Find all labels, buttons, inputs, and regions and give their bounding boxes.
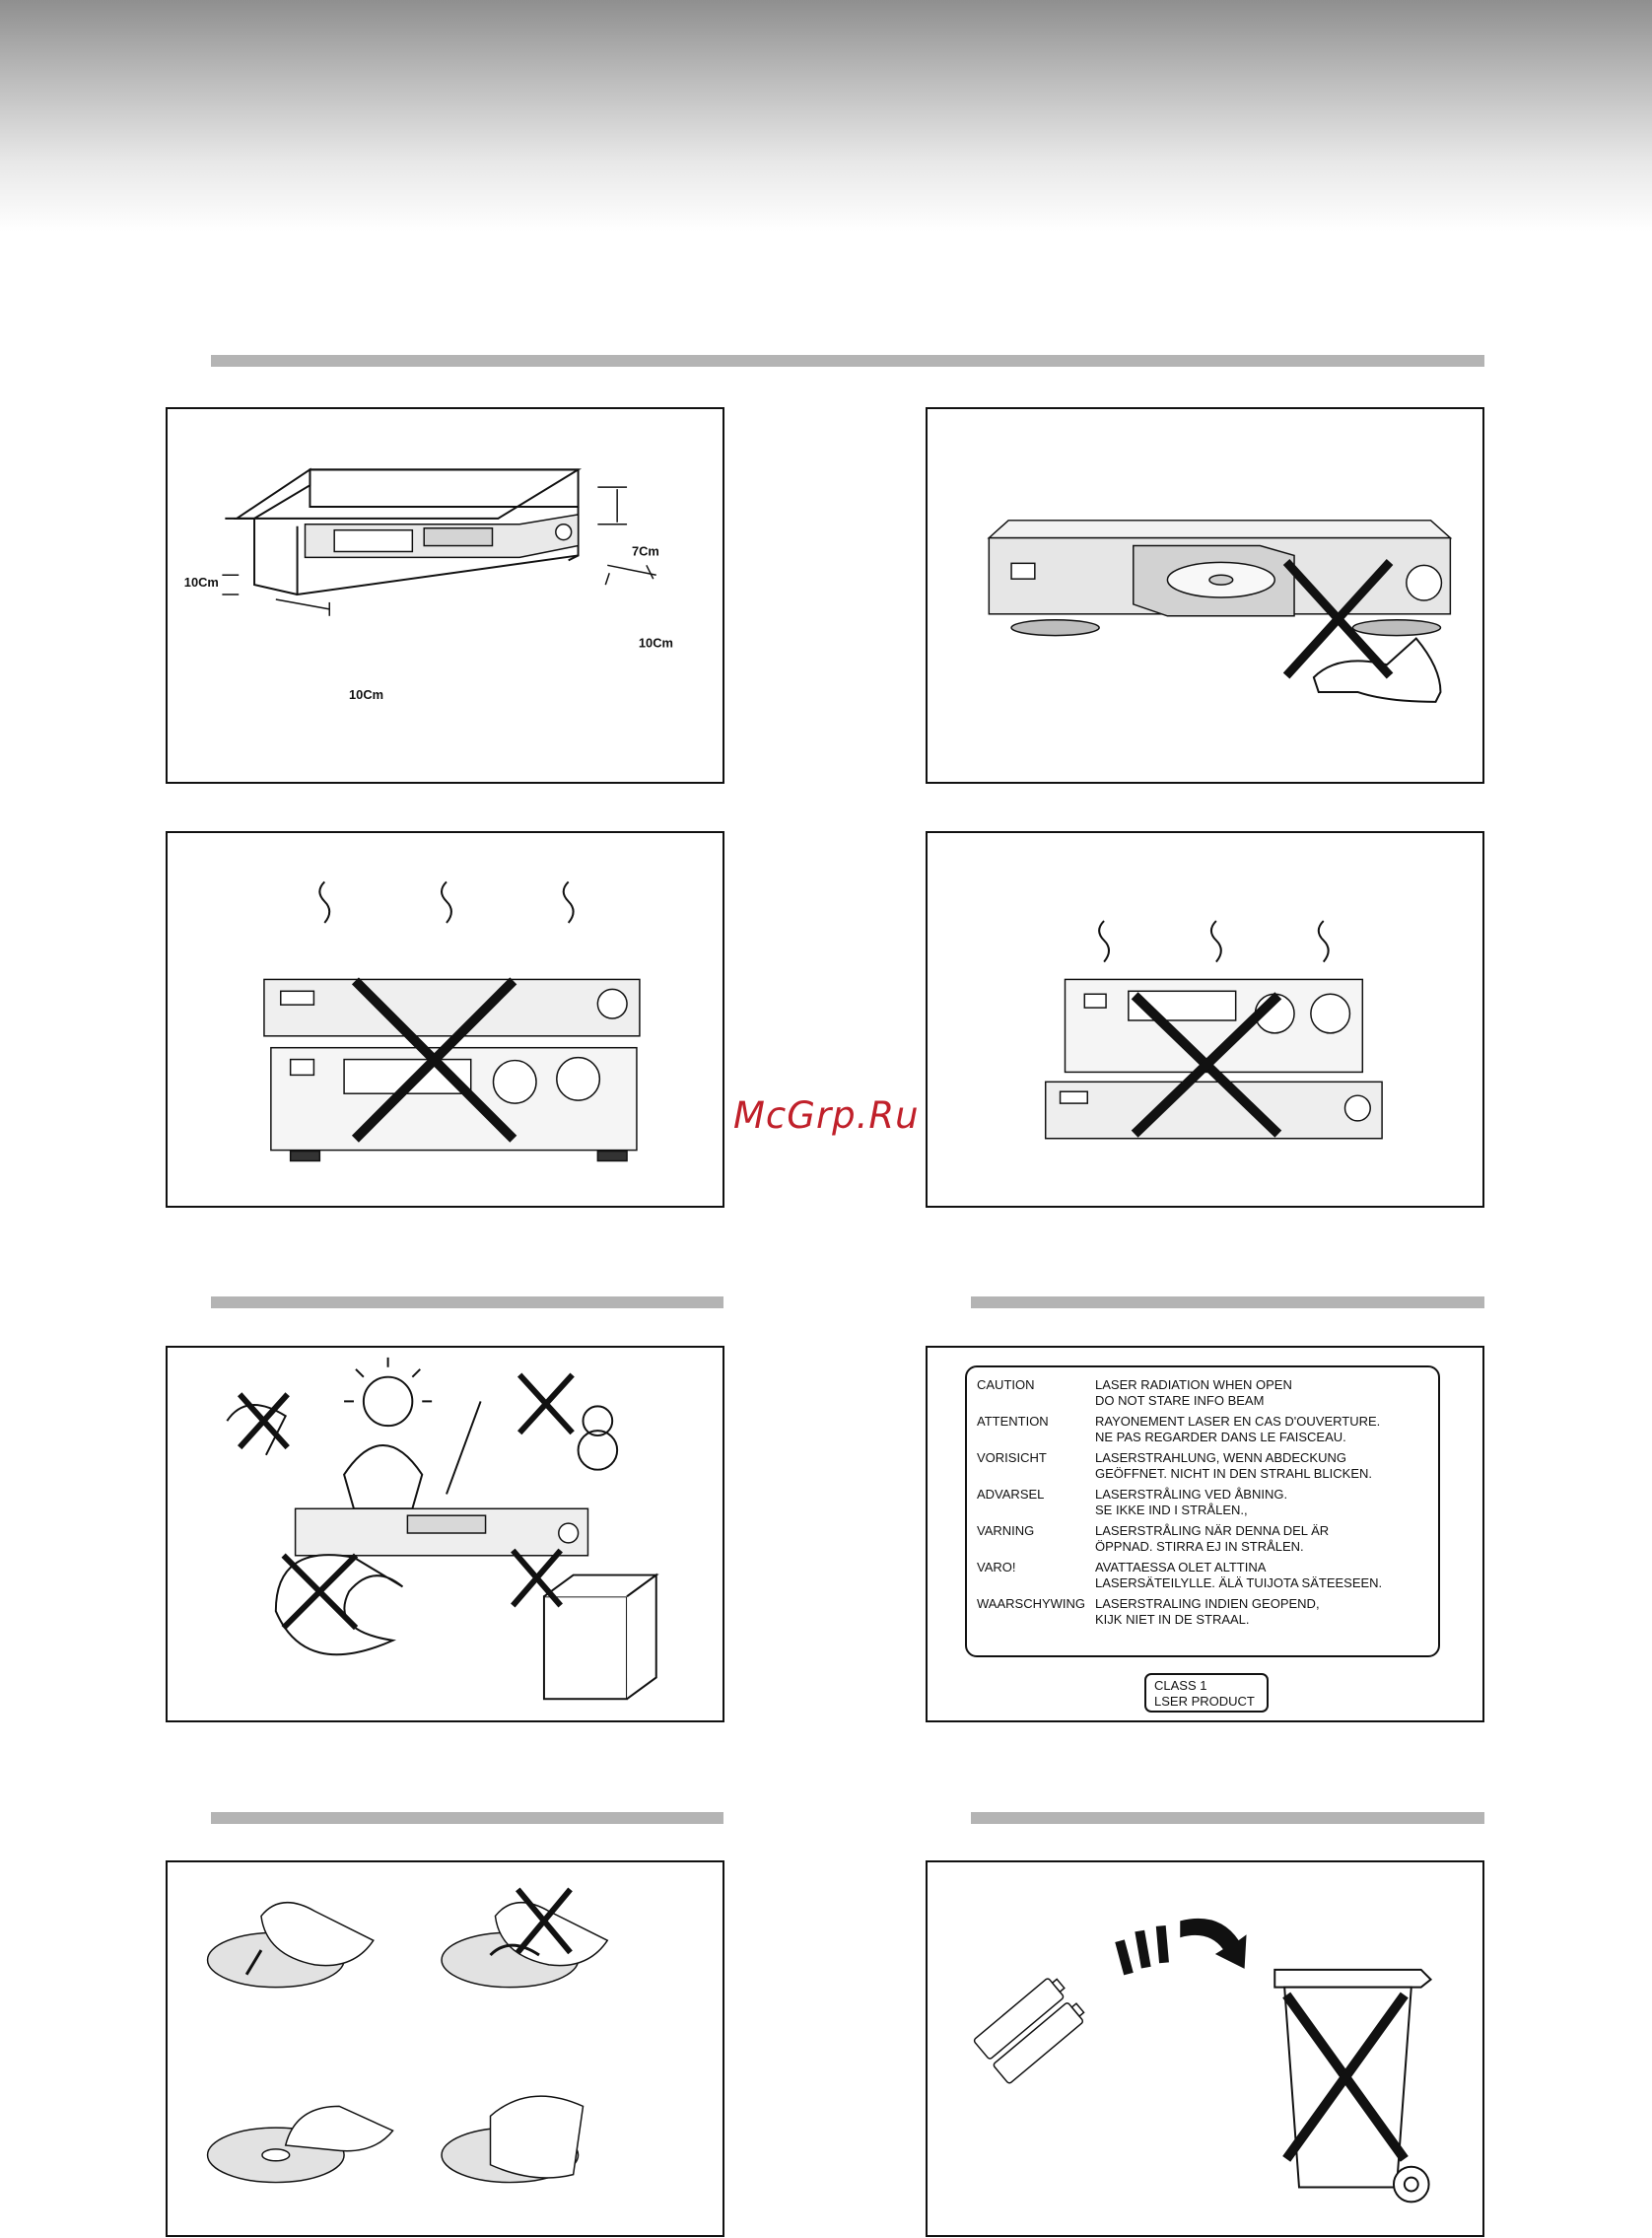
illustration-battery-disposal	[926, 1860, 1484, 2237]
laser-label-line: LASERSTRÅLING VED ÅBNING.	[1095, 1487, 1288, 1502]
section-rule-right-3	[971, 1812, 1484, 1824]
laser-label-warning-text: RAYONEMENT LASER EN CAS D'OUVERTURE.NE P…	[1095, 1414, 1380, 1445]
illustration-environment-hazards	[166, 1346, 724, 1722]
laser-label-line: GEÖFFNET. NICHT IN DEN STRAHL BLICKEN.	[1095, 1466, 1372, 1481]
battery-disposal-drawing	[973, 1918, 1433, 2203]
laser-label-warning-text: LASERSTRÅLING VED ÅBNING.SE IKKE IND I S…	[1095, 1487, 1287, 1518]
environment-hazards-drawing	[226, 1357, 659, 1701]
illustration-disc-tray-hand	[926, 407, 1484, 784]
dimension-bottom-label: 10Cm	[349, 687, 383, 702]
laser-label-language: VARNING	[977, 1523, 1035, 1538]
tray-hand-drawing	[987, 520, 1453, 703]
laser-label-row: ADVARSEL LASERSTRÅLING VED ÅBNING.SE IKKE…	[977, 1487, 1438, 1518]
illustration-ventilation-clearance: 7Cm 10Cm 10Cm 10Cm	[166, 407, 724, 784]
laser-class-label: CLASS 1 LSER PRODUCT	[1144, 1673, 1269, 1713]
laser-label-line: ÖPPNAD. STIRRA EJ IN STRÅLEN.	[1095, 1539, 1304, 1554]
illustration-amplifier-on-player	[926, 831, 1484, 1208]
section-rule-precautions	[211, 355, 1484, 367]
laser-label-line: RAYONEMENT LASER EN CAS D'OUVERTURE.	[1095, 1414, 1381, 1429]
class-label-line-2: LSER PRODUCT	[1154, 1694, 1255, 1709]
illustration-stacking-on-amplifier	[166, 831, 724, 1208]
dimension-right-label: 10Cm	[639, 635, 673, 650]
dimension-top-label: 7Cm	[632, 543, 659, 558]
laser-label-line: LASERSTRÅLING NÄR DENNA DEL ÄR	[1095, 1523, 1330, 1538]
laser-label-language: WAARSCHYWING	[977, 1596, 1086, 1611]
laser-label-row: ATTENTION RAYONEMENT LASER EN CAS D'OUVER…	[977, 1414, 1438, 1445]
illustration-disc-handling	[166, 1860, 724, 2237]
disc-handling-drawing	[206, 1887, 609, 2184]
laser-label-line: SE IKKE IND I STRÅLEN.,	[1095, 1503, 1248, 1517]
stack-heat-drawing	[263, 880, 641, 1162]
laser-label-language: ADVARSEL	[977, 1487, 1045, 1502]
section-rule-right-2	[971, 1296, 1484, 1308]
laser-label-warning-text: LASERSTRALING INDIEN GEOPEND,KIJK NIET I…	[1095, 1596, 1320, 1628]
laser-label-line: AVATTAESSA OLET ALTTINA	[1095, 1560, 1267, 1574]
laser-label-language: CAUTION	[977, 1377, 1035, 1392]
laser-label-row: WAARSCHYWING LASERSTRALING INDIEN GEOPEND…	[977, 1596, 1438, 1628]
section-rule-left-2	[211, 1296, 723, 1308]
laser-label-line: LASERSTRAHLUNG, WENN ABDECKUNG	[1095, 1450, 1346, 1465]
section-rule-left-3	[211, 1812, 723, 1824]
watermark: McGrp.Ru	[733, 1094, 920, 1137]
laser-label-line: LASER RADIATION WHEN OPEN	[1095, 1377, 1292, 1392]
laser-label-line: DO NOT STARE INFO BEAM	[1095, 1393, 1265, 1408]
laser-label-language: ATTENTION	[977, 1414, 1049, 1429]
laser-label-line: KIJK NIET IN DE STRAAL.	[1095, 1612, 1250, 1627]
laser-label-line: LASERSÄTEILYLLE. ÄLÄ TUIJOTA SÄTEESEEN.	[1095, 1575, 1383, 1590]
dimension-left-label: 10Cm	[184, 575, 219, 590]
class-label-line-1: CLASS 1	[1154, 1678, 1207, 1693]
header-gradient-band	[0, 0, 1652, 232]
laser-label-language: VARO!	[977, 1560, 1016, 1574]
stack-heat-drawing-2	[1044, 920, 1383, 1140]
laser-label-language: VORISICHT	[977, 1450, 1047, 1465]
laser-label-line: LASERSTRALING INDIEN GEOPEND,	[1095, 1596, 1320, 1611]
laser-label-line: NE PAS REGARDER DANS LE FAISCEAU.	[1095, 1430, 1346, 1444]
cabinet-clearance-drawing: 7Cm 10Cm 10Cm 10Cm	[184, 467, 673, 702]
